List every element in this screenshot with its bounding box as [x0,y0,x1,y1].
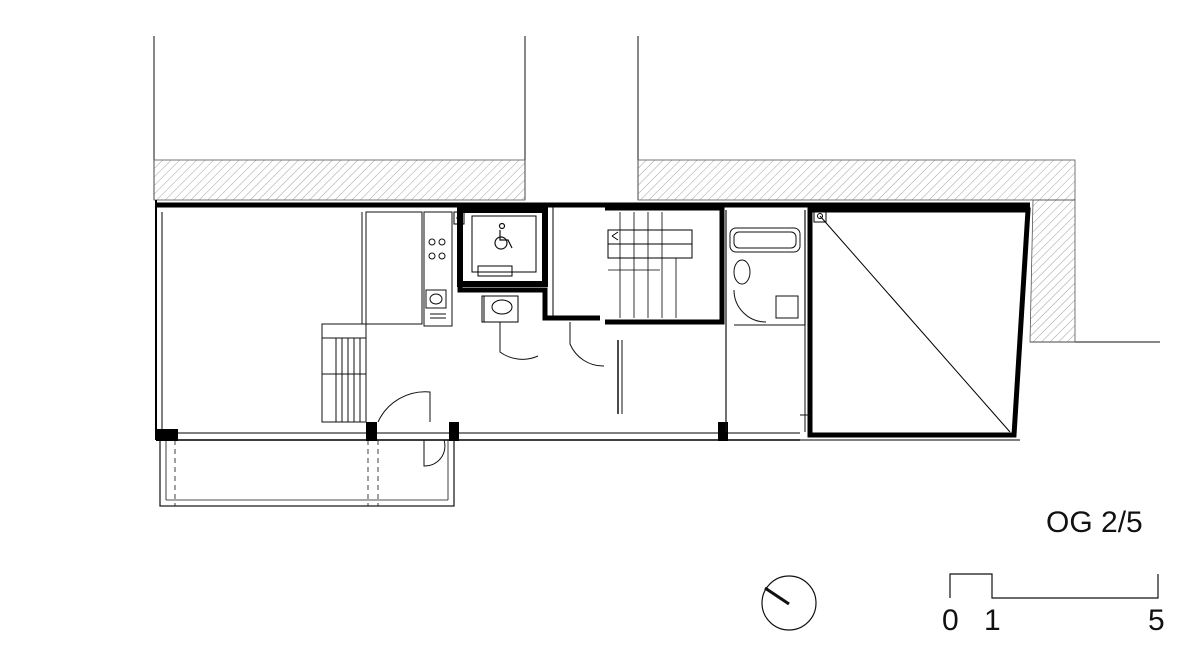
kitchen-partitions [361,211,453,327]
north-arrow-icon [761,575,817,631]
scale-label-0: 0 [942,604,959,637]
wheelchair-icon [494,222,513,250]
columns [156,422,728,441]
stair-left [321,323,367,423]
scale-bar [949,573,1159,599]
bathroom [725,210,806,432]
storage-room [800,207,1031,441]
hatched-boundary [153,159,1076,343]
wc-core [452,202,600,323]
floor-label: OG 2/5 [1046,506,1143,539]
stair-core [552,204,725,325]
outer-walls [155,200,1030,441]
doors [377,289,810,467]
scale-label-1: 1 [984,604,1001,637]
balcony [159,439,455,507]
scale-label-5: 5 [1148,604,1165,637]
